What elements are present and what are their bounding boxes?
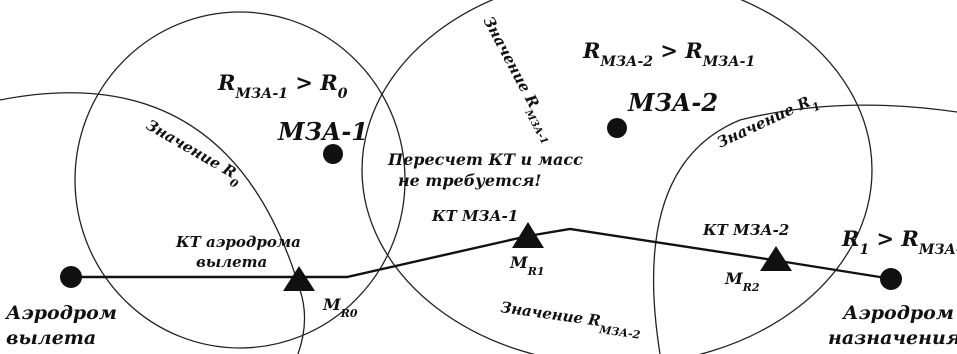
mza2-circle <box>361 0 873 354</box>
value-r1-label: Значение R1 <box>714 89 822 156</box>
mza2-center-dot <box>607 118 627 138</box>
kt-mza2-label: КТ МЗА-2 <box>702 221 789 239</box>
mza1-center-dot <box>323 144 343 164</box>
destination-airport-label-line1: Аэродром <box>841 302 954 324</box>
control-point-mza2-triangle <box>760 246 792 271</box>
recalc-note-line2: не требуется! <box>398 171 541 190</box>
zone-mza1-label: МЗА-1 <box>277 117 368 146</box>
destination-airport-dot <box>880 268 902 290</box>
kt-aerodrome-label-line1: КТ аэродрома <box>175 233 301 251</box>
mza1-circle <box>74 11 406 349</box>
condition-r1-vs-mza2: R1 > RМЗА-2 <box>841 226 957 258</box>
control-point-mza1-triangle <box>512 222 544 248</box>
value-rmza2-label: Значение RМЗА-2 <box>499 298 643 341</box>
departure-airport-label-line1: Аэродром <box>4 302 117 324</box>
condition-mza1-vs-r0: RМЗА-1 > R0 <box>217 70 348 102</box>
departure-airport-label-line2: вылета <box>6 327 96 349</box>
m-r2-label: MR2 <box>724 269 760 294</box>
departure-radius-arc <box>0 92 306 354</box>
destination-radius-arc <box>652 104 957 354</box>
destination-airport-label-line2: назначения <box>828 327 957 349</box>
m-r0-label: MR0 <box>322 295 358 320</box>
recalc-note-line1: Пересчет КТ и масс <box>387 150 583 169</box>
m-r1-label: MR1 <box>509 253 545 278</box>
zone-mza2-label: МЗА-2 <box>627 88 718 117</box>
departure-airport-dot <box>60 266 82 288</box>
kt-aerodrome-label-line2: вылета <box>196 253 267 271</box>
value-rmza1-label: Значение RМЗА-1 <box>475 13 560 146</box>
kt-mza1-label: КТ МЗА-1 <box>431 207 518 225</box>
condition-mza2-vs-mza1: RМЗА-2 > RМЗА-1 <box>582 38 755 70</box>
control-point-aerodrome-triangle <box>283 266 315 291</box>
